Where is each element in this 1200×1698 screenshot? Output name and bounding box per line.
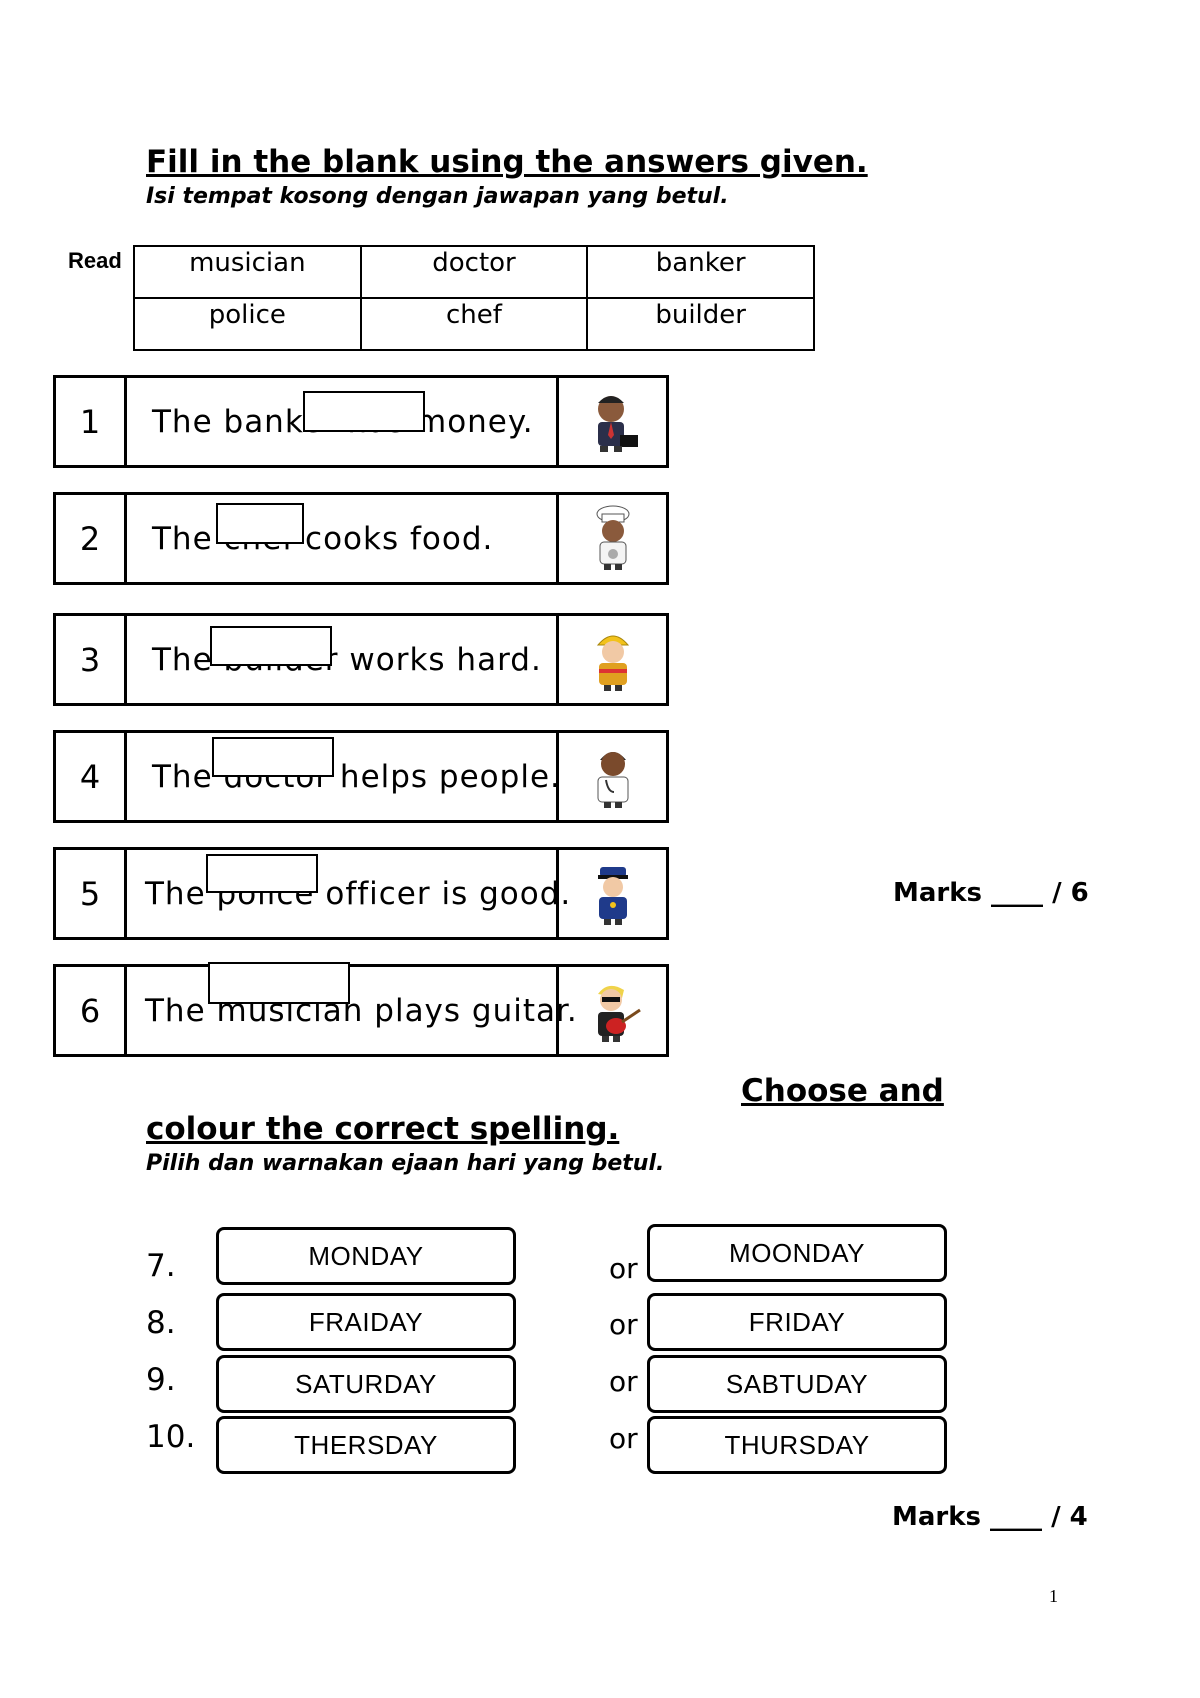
word-bank-cell: chef — [359, 297, 589, 351]
section1-marks: Marks ____ / 6 — [893, 878, 1089, 908]
police-icon — [556, 850, 666, 937]
section2-marks: Marks ____ / 4 — [892, 1502, 1088, 1532]
spelling-option-left[interactable]: THERSDAY — [216, 1416, 516, 1474]
answer-blank[interactable] — [216, 503, 304, 544]
section2-title-line2: colour the correct spelling. — [146, 1111, 620, 1147]
section2-subtitle: Pilih dan warnakan ejaan hari yang betul… — [146, 1151, 665, 1176]
item-number: 4 — [56, 733, 127, 820]
chef-icon — [556, 495, 666, 582]
word-bank-cell: builder — [586, 297, 815, 351]
doctor-icon — [556, 733, 666, 820]
musician-icon — [556, 967, 666, 1054]
answer-blank[interactable] — [212, 737, 334, 777]
word-bank-table: musician doctor banker police chef build… — [133, 245, 815, 351]
word-bank-cell: doctor — [359, 245, 589, 299]
word-bank-cell: banker — [586, 245, 815, 299]
word-bank-cell: police — [133, 297, 362, 351]
builder-icon — [556, 616, 666, 703]
item-number: 2 — [56, 495, 127, 582]
page-number: 1 — [1049, 1586, 1058, 1606]
section1-subtitle: Isi tempat kosong dengan jawapan yang be… — [146, 184, 729, 209]
spelling-option-left[interactable]: FRAIDAY — [216, 1293, 516, 1351]
section2-title-line1: Choose and — [741, 1073, 944, 1109]
sentence-row-6: 6 The musician plays guitar. — [53, 964, 669, 1057]
question-number: 8. — [146, 1305, 176, 1341]
spelling-option-right[interactable]: SABTUDAY — [647, 1355, 947, 1413]
answer-blank[interactable] — [210, 626, 332, 666]
or-label: or — [609, 1252, 638, 1285]
spelling-option-right[interactable]: MOONDAY — [647, 1224, 947, 1282]
spelling-option-right[interactable]: THURSDAY — [647, 1416, 947, 1474]
or-label: or — [609, 1308, 638, 1341]
sentence-row-2: 2 The chef cooks food. — [53, 492, 669, 585]
question-number: 10. — [146, 1419, 196, 1455]
banker-icon — [556, 378, 666, 465]
spelling-option-right[interactable]: FRIDAY — [647, 1293, 947, 1351]
question-number: 7. — [146, 1248, 176, 1284]
item-number: 5 — [56, 850, 127, 937]
item-number: 1 — [56, 378, 127, 465]
sentence-text: The chef cooks food. — [152, 520, 494, 557]
question-number: 9. — [146, 1362, 176, 1398]
spelling-option-left[interactable]: MONDAY — [216, 1227, 516, 1285]
or-label: or — [609, 1422, 638, 1455]
spelling-option-left[interactable]: SATURDAY — [216, 1355, 516, 1413]
section1-title: Fill in the blank using the answers give… — [146, 144, 868, 180]
word-bank-cell: musician — [133, 245, 362, 299]
read-label: Read — [68, 248, 122, 273]
answer-blank[interactable] — [206, 854, 318, 893]
answer-blank[interactable] — [303, 391, 425, 432]
answer-blank[interactable] — [208, 962, 350, 1004]
or-label: or — [609, 1365, 638, 1398]
item-number: 3 — [56, 616, 127, 703]
sentence-row-3: 3 The builder works hard. — [53, 613, 669, 706]
sentence-row-4: 4 The doctor helps people. — [53, 730, 669, 823]
sentence-row-5: 5 The police officer is good. — [53, 847, 669, 940]
item-number: 6 — [56, 967, 127, 1054]
